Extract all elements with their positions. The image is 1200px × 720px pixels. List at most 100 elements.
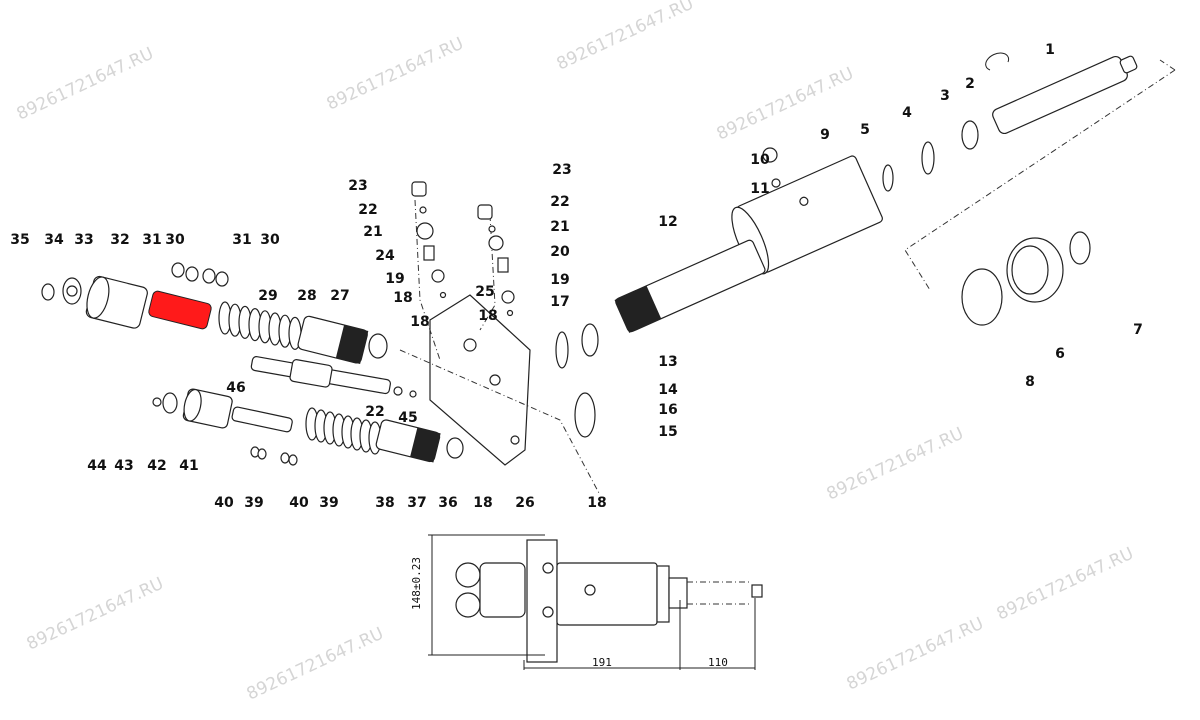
- part-label-18: 18: [410, 314, 429, 330]
- part-label-13: 13: [658, 354, 677, 370]
- part-label-6: 6: [1055, 346, 1065, 362]
- valve-stack-right: [477, 204, 515, 317]
- part-40-39-rings: [250, 446, 298, 466]
- part-36-washer: [446, 437, 464, 459]
- part-label-30: 30: [260, 232, 280, 248]
- dimension-height: 148±0.23: [410, 557, 423, 610]
- part-3-ring: [961, 120, 979, 150]
- part-37-piston: [375, 419, 441, 463]
- part-label-27: 27: [330, 288, 349, 304]
- dimension-length-b: 110: [708, 656, 728, 669]
- part-label-22: 22: [550, 194, 569, 210]
- part-label-12: 12: [658, 214, 677, 230]
- part-10-plug: [762, 147, 778, 163]
- part-label-37: 37: [407, 495, 426, 511]
- parts: 148±0.23 191 110: [41, 52, 1176, 670]
- part-number-labels: 1234591011122322212019171314161523222124…: [10, 42, 1143, 511]
- part-43-washer: [162, 392, 178, 414]
- part-label-17: 17: [550, 294, 569, 310]
- part-32-sleeve-highlighted: [148, 290, 212, 330]
- part-label-24: 24: [375, 248, 395, 264]
- part-label-36: 36: [438, 495, 457, 511]
- part-7-oring: [1069, 231, 1091, 265]
- part-label-15: 15: [658, 424, 677, 440]
- watermark-text: 89261721647.RU: [24, 574, 167, 655]
- part-34-washer: [62, 277, 82, 305]
- part-label-34: 34: [44, 232, 64, 248]
- part-label-16: 16: [658, 402, 677, 418]
- watermark-text: 89261721647.RU: [844, 614, 987, 695]
- part-label-40: 40: [214, 495, 234, 511]
- part-31-30-rings: [171, 262, 229, 287]
- part-2-clip: [985, 52, 1010, 71]
- part-label-11: 11: [750, 181, 769, 197]
- part-label-44: 44: [87, 458, 107, 474]
- part-label-41: 41: [179, 458, 198, 474]
- part-1-tube: [992, 55, 1138, 135]
- part-38-spring: [305, 407, 382, 455]
- part-27-washer: [368, 333, 388, 359]
- part-label-21: 21: [363, 224, 382, 240]
- part-14-oring: [555, 331, 569, 369]
- part-11-seal: [771, 178, 781, 188]
- part-5-oring: [882, 164, 894, 192]
- part-label-43: 43: [114, 458, 133, 474]
- part-label-5: 5: [860, 122, 870, 138]
- part-label-32: 32: [110, 232, 129, 248]
- part-label-9: 9: [820, 127, 830, 143]
- watermark-text: 89261721647.RU: [14, 44, 157, 125]
- part-label-18: 18: [473, 495, 492, 511]
- valve-stack-left: [411, 181, 447, 299]
- part-42-sleeve: [182, 388, 233, 429]
- part-label-28: 28: [297, 288, 316, 304]
- part-6-nut: [1006, 237, 1064, 303]
- part-8-oring: [961, 268, 1003, 326]
- part-label-19: 19: [385, 271, 404, 287]
- part-4-ring: [921, 141, 935, 175]
- part-label-39: 39: [244, 495, 263, 511]
- part-46-shaft: [250, 356, 391, 395]
- part-label-18: 18: [393, 290, 412, 306]
- part-label-38: 38: [375, 495, 394, 511]
- part-label-10: 10: [750, 152, 770, 168]
- part-15-oring: [574, 392, 596, 438]
- part-label-1: 1: [1045, 42, 1055, 58]
- part-26-valve-block: [429, 294, 531, 466]
- watermark-text: 89261721647.RU: [994, 544, 1137, 625]
- part-label-22: 22: [358, 202, 377, 218]
- part-label-31: 31: [232, 232, 251, 248]
- part-label-23: 23: [552, 162, 571, 178]
- watermark-text: 89261721647.RU: [714, 64, 857, 145]
- part-label-14: 14: [658, 382, 678, 398]
- watermark-text: 89261721647.RU: [324, 34, 467, 115]
- part-label-29: 29: [258, 288, 277, 304]
- part-label-35: 35: [10, 232, 29, 248]
- part-41-rod: [231, 406, 293, 433]
- part-29-spring: [218, 301, 302, 350]
- part-33-sleeve: [85, 275, 148, 329]
- watermark-text: 89261721647.RU: [554, 0, 697, 75]
- part-label-18: 18: [478, 308, 497, 324]
- part-label-18: 18: [587, 495, 606, 511]
- part-label-3: 3: [940, 88, 950, 104]
- dimension-length-a: 191: [592, 656, 612, 669]
- part-35-clip: [41, 283, 55, 301]
- part-label-45: 45: [398, 410, 417, 426]
- part-12-cylinder: [614, 239, 766, 333]
- part-label-30: 30: [165, 232, 185, 248]
- part-label-23: 23: [348, 178, 367, 194]
- assembled-view: 148±0.23 191 110: [410, 534, 763, 670]
- part-label-39: 39: [319, 495, 338, 511]
- part-label-46: 46: [226, 380, 245, 396]
- part-44-clip: [152, 397, 162, 407]
- part-label-8: 8: [1025, 374, 1035, 390]
- part-label-26: 26: [515, 495, 534, 511]
- part-label-22: 22: [365, 404, 384, 420]
- part-label-21: 21: [550, 219, 569, 235]
- part-label-31: 31: [142, 232, 161, 248]
- part-label-40: 40: [289, 495, 309, 511]
- part-label-33: 33: [74, 232, 93, 248]
- watermark-text: 89261721647.RU: [244, 624, 387, 705]
- watermark-text: 89261721647.RU: [824, 424, 967, 505]
